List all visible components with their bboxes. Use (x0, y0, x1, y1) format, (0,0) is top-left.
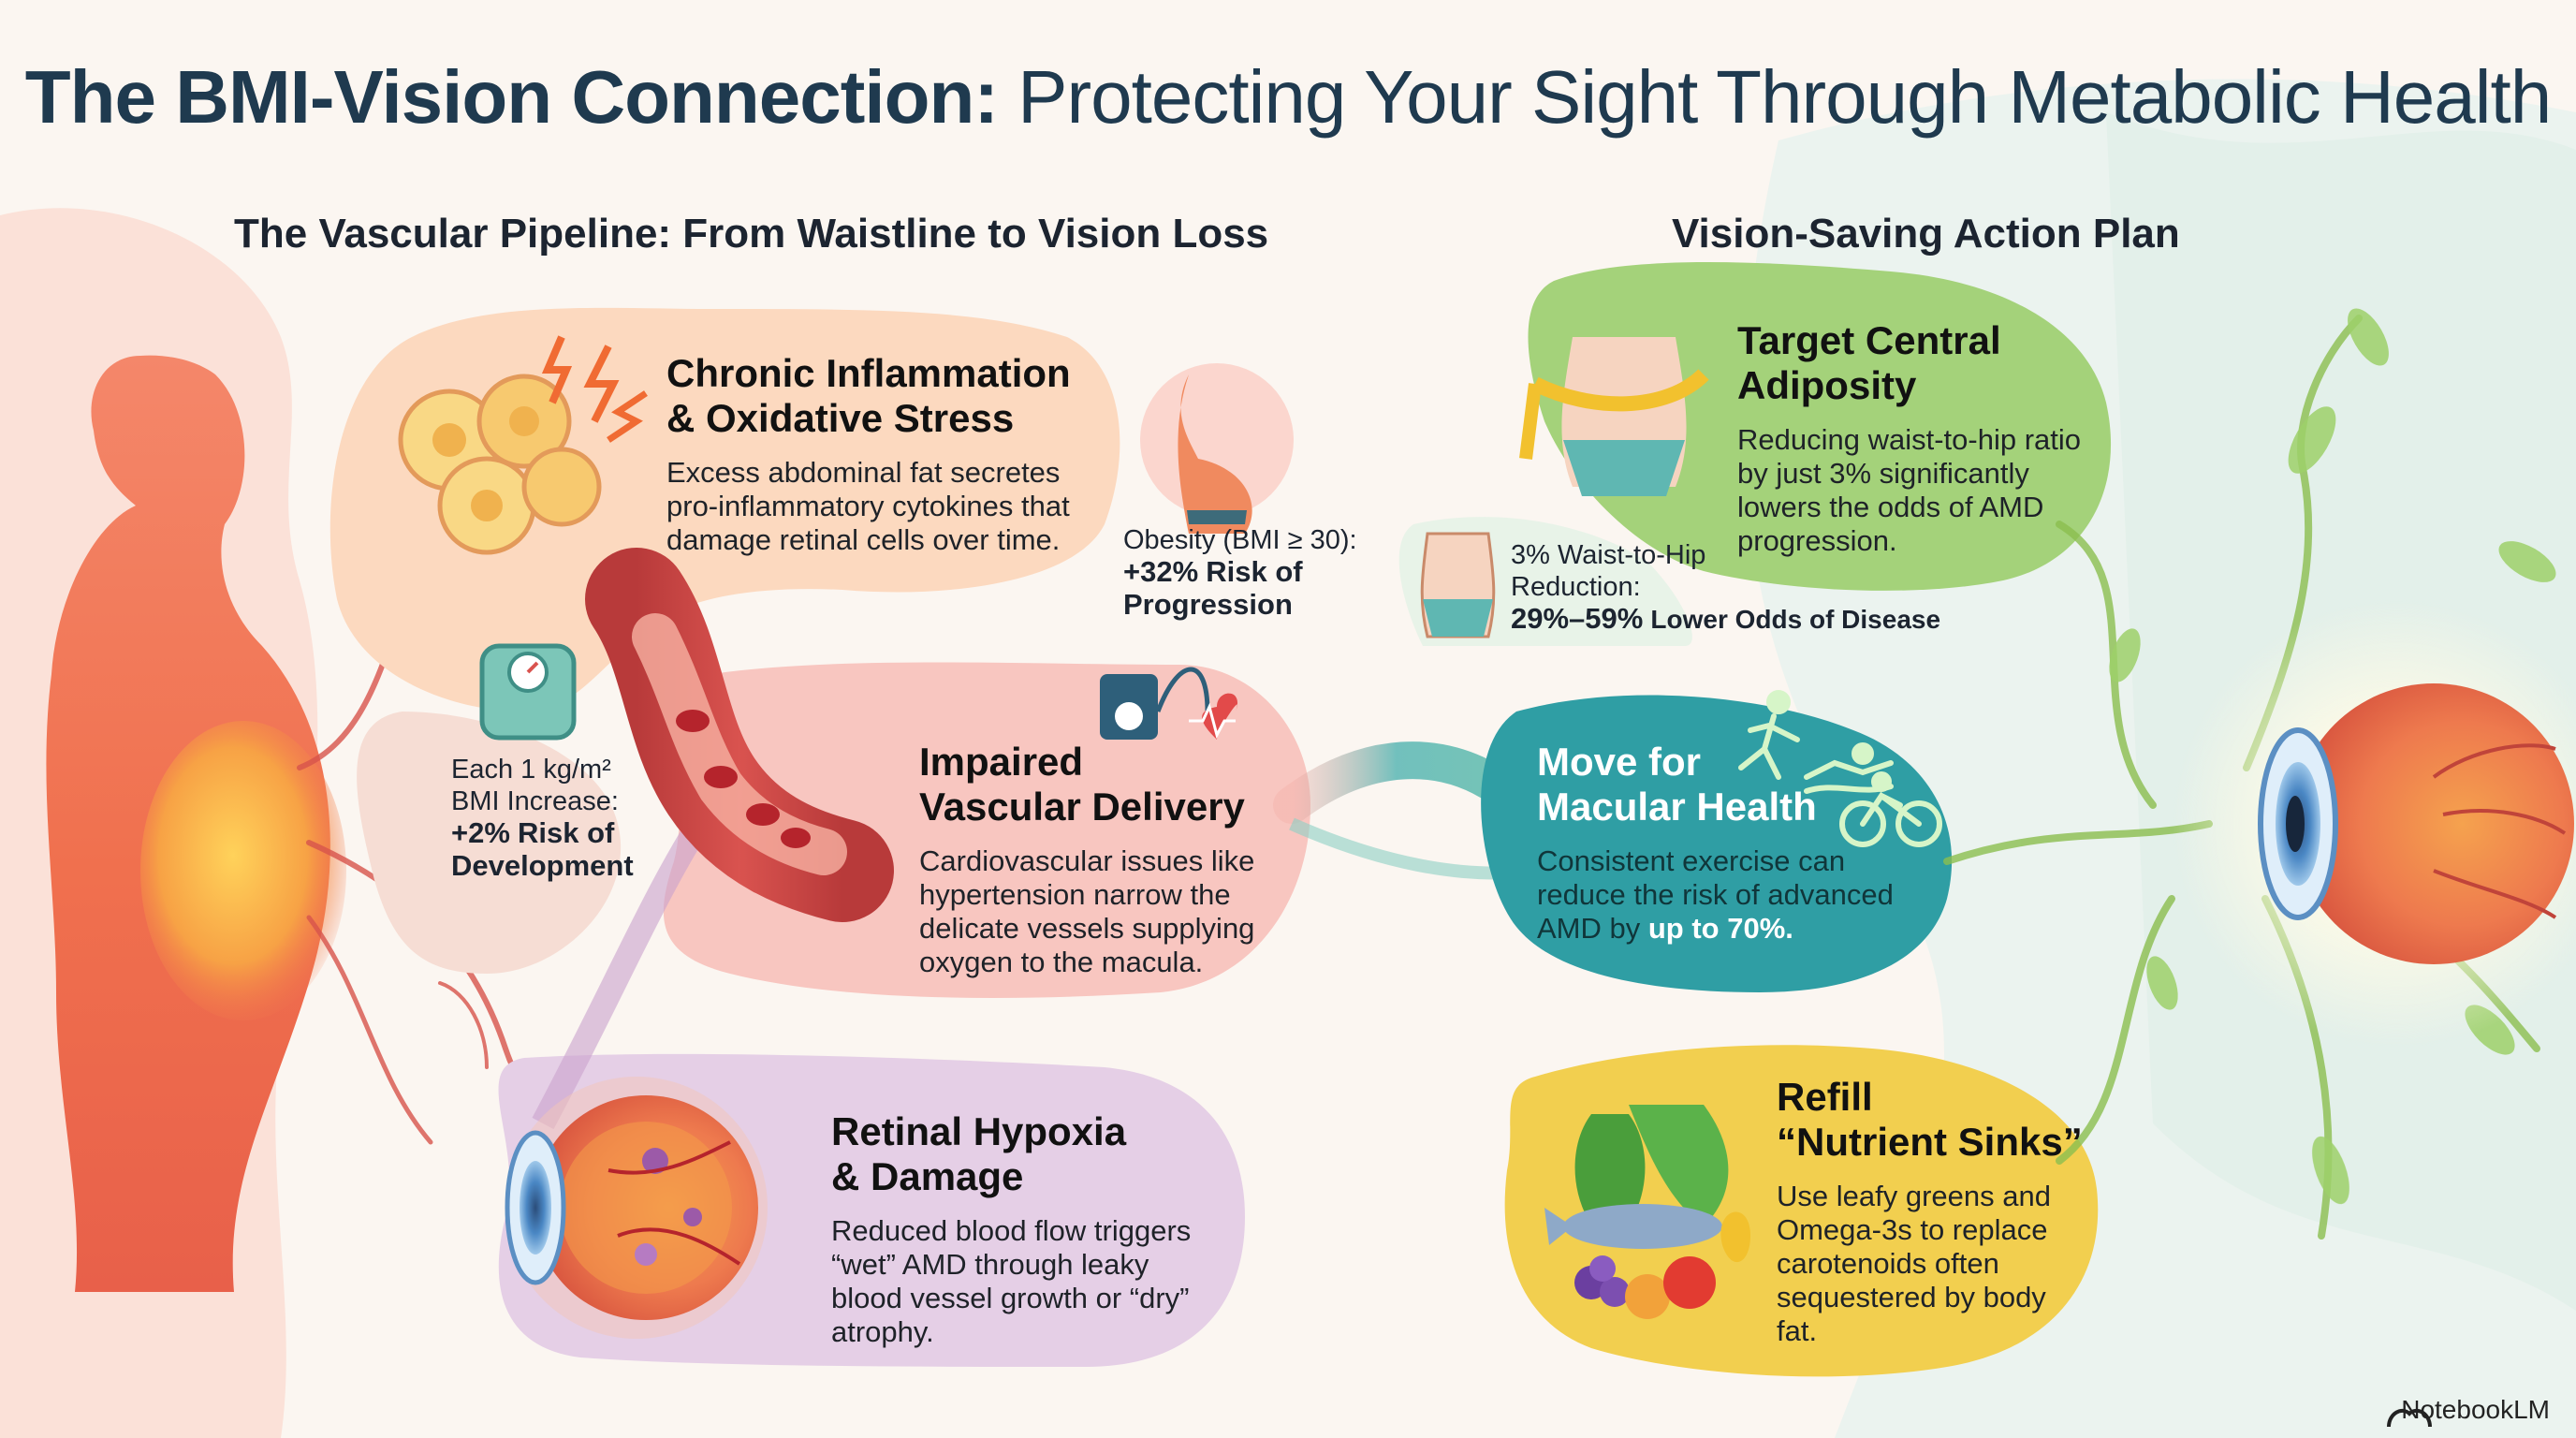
notebooklm-logo-icon (2387, 1408, 2432, 1428)
exercise-icon (1738, 690, 1942, 847)
waist-icon (1420, 532, 1496, 638)
healthy-food-icon (1544, 1105, 1750, 1319)
blood-pressure-icon (1100, 667, 1238, 740)
waist-stat: 3% Waist-to-Hip Reduction: 29%–59% Lower… (1511, 540, 1941, 635)
hypoxia-title: Retinal Hypoxia& Damage (831, 1109, 1127, 1198)
inflammation-title: Chronic Inflammation& Oxidative Stress (666, 351, 1071, 440)
adiposity-body: Reducing waist-to-hip ratio by just 3% s… (1737, 423, 2082, 557)
obesity-stat: Obesity (BMI ≥ 30): +32% Risk of Progres… (1123, 525, 1357, 621)
fat-cells-icon (398, 335, 648, 555)
obese-torso-icon (1140, 363, 1294, 534)
pipeline-heading: The Vascular Pipeline: From Waistline to… (234, 211, 1269, 257)
nutrients-card: Refill“Nutrient Sinks” Use leafy greens … (1777, 1075, 2086, 1348)
nutrients-body: Use leafy greens and Omega-3s to replace… (1777, 1180, 2051, 1347)
damaged-eye-icon (505, 1077, 768, 1339)
blood-vessel-icon (585, 548, 894, 922)
page-title: The BMI-Vision Connection: Protecting Yo… (24, 55, 2552, 139)
body-silhouette-icon (46, 355, 346, 1292)
inflammation-card: Chronic Inflammation& Oxidative Stress E… (666, 351, 1078, 557)
hypoxia-body: Reduced blood flow triggers “wet” AMD th… (831, 1214, 1192, 1348)
measuring-tape-waist-icon (1519, 337, 1709, 496)
bmi-stat-bg (357, 712, 622, 974)
inflammation-body: Excess abdominal fat secretes pro-inflam… (666, 456, 1070, 556)
action-plan-heading: Vision-Saving Action Plan (1672, 211, 2180, 257)
vascular-body: Cardiovascular issues like hypertension … (919, 844, 1255, 978)
bmi-stat: Each 1 kg/m² BMI Increase: +2% Risk of D… (451, 755, 634, 882)
healthy-eye-icon (2172, 599, 2576, 1049)
scale-icon (479, 643, 577, 741)
exercise-body: Consistent exercise can reduce the risk … (1537, 844, 1894, 945)
hypoxia-card: Retinal Hypoxia& Damage Reduced blood fl… (831, 1109, 1206, 1349)
exercise-card-bg (1481, 695, 1953, 992)
brand-label: NotebookLM (2401, 1395, 2550, 1424)
nutrients-title: Refill“Nutrient Sinks” (1777, 1075, 2083, 1164)
